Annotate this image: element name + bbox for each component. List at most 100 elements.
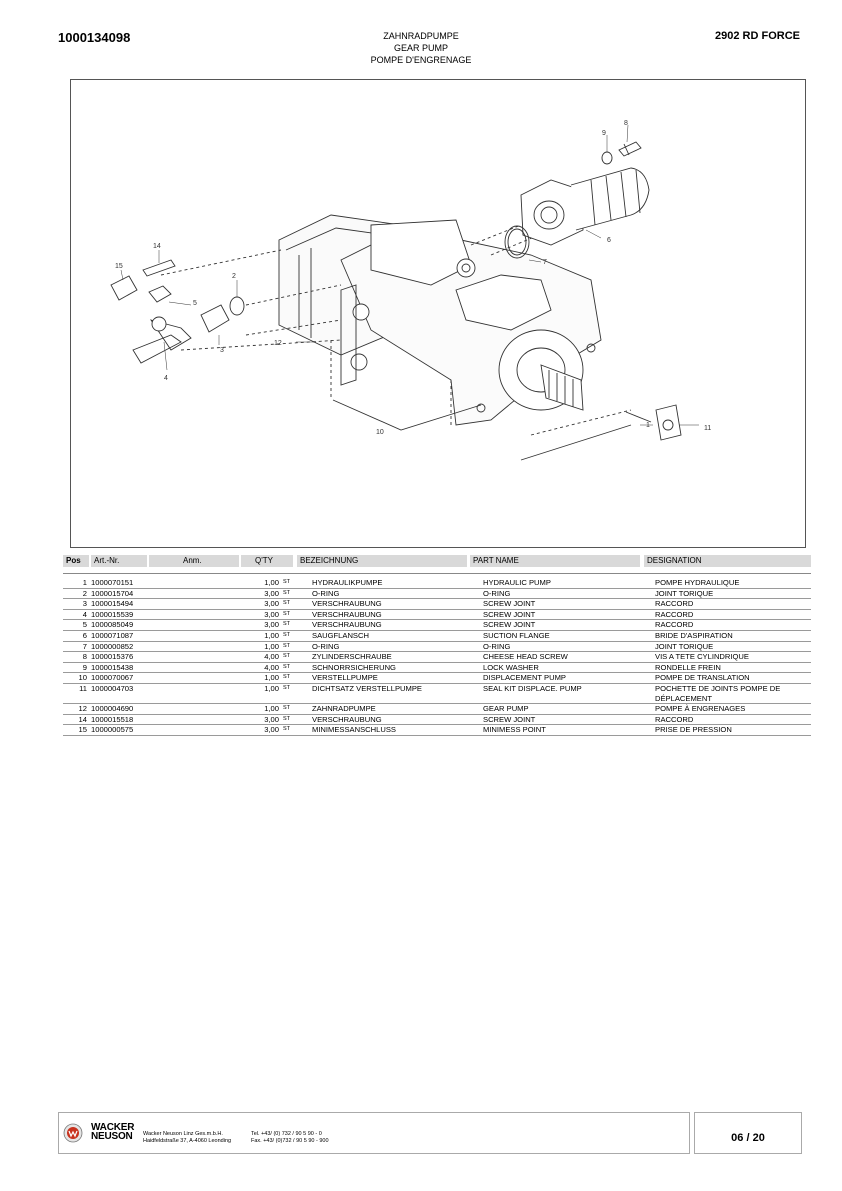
document-title: ZAHNRADPUMPE GEAR PUMP POMPE D'ENGRENAGE [290, 30, 552, 66]
part-unit: ST [281, 598, 310, 610]
callout-9: 9 [602, 130, 606, 137]
part-designation: JOINT TORIQUE [653, 588, 811, 600]
part-quantity: 3,00 [255, 609, 281, 621]
part-unit: ST [281, 662, 310, 674]
part-bezeichnung: O-RING [310, 588, 481, 600]
street-address: Haidfeldstraße 37, A-4060 Leonding [143, 1138, 232, 1144]
part-quantity: 3,00 [255, 588, 281, 600]
part-quantity: 3,00 [255, 598, 281, 610]
part-bezeichnung: VERSCHRAUBUNG [310, 619, 481, 631]
header-art-nr: Art.-Nr. [91, 555, 147, 567]
part-quantity: 1,00 [255, 703, 281, 715]
part-designation: POMPE HYDRAULIQUE [653, 578, 811, 589]
header-designation: DESIGNATION [644, 555, 811, 567]
part-quantity: 1,00 [255, 672, 281, 684]
header-qty: Q'TY [241, 555, 293, 567]
part-remark [155, 578, 255, 589]
callout-15: 15 [115, 263, 123, 270]
part-bezeichnung: HYDRAULIKPUMPE [310, 578, 481, 589]
part-unit: ST [281, 609, 310, 621]
part-pos: 6 [63, 630, 89, 642]
part-remark [155, 598, 255, 610]
part-quantity: 3,00 [255, 619, 281, 631]
callout-3: 3 [220, 347, 224, 354]
part-unit: ST [281, 630, 310, 642]
part-pos: 8 [63, 651, 89, 663]
part-pos: 3 [63, 598, 89, 610]
suction-hose-fitting [570, 167, 650, 231]
part-name: GEAR PUMP [481, 703, 653, 715]
part-remark [155, 703, 255, 715]
part-article-number: 1000015518 [89, 714, 155, 726]
part-pos: 10 [63, 672, 89, 684]
part-name: SUCTION FLANGE [481, 630, 653, 642]
title-english: GEAR PUMP [393, 43, 448, 53]
title-french: POMPE D'ENGRENAGE [370, 55, 472, 65]
callout-11: 11 [704, 425, 711, 432]
minimess-point [110, 275, 138, 301]
seal-kit-bag [655, 404, 682, 441]
part-pos: 7 [63, 641, 89, 653]
callout-7: 7 [543, 259, 547, 266]
part-quantity: 3,00 [255, 724, 281, 736]
part-quantity: 1,00 [255, 683, 281, 705]
callout-1: 1 [646, 422, 650, 429]
part-quantity: 4,00 [255, 651, 281, 663]
contact-numbers: Tel. +43/ (0) 732 / 90 5 90 - 0 Fax. +43… [251, 1131, 329, 1145]
part-remark [155, 651, 255, 663]
part-remark [155, 588, 255, 600]
screw-joint-3 [200, 304, 230, 333]
part-designation: RONDELLE FREIN [653, 662, 811, 674]
part-pos: 4 [63, 609, 89, 621]
part-bezeichnung: SCHNORRSICHERUNG [310, 662, 481, 674]
callout-6: 6 [607, 237, 611, 244]
lock-washer [601, 151, 613, 165]
callout-5: 5 [193, 300, 197, 307]
callout-10: 10 [376, 429, 384, 436]
part-bezeichnung: VERSCHRAUBUNG [310, 609, 481, 621]
drive-shaft [540, 364, 584, 411]
part-designation: RACCORD [653, 714, 811, 726]
part-name: CHEESE HEAD SCREW [481, 651, 653, 663]
part-name: HYDRAULIC PUMP [481, 578, 653, 589]
title-german: ZAHNRADPUMPE [383, 31, 459, 41]
header-anm: Anm. [149, 555, 239, 567]
part-name: SCREW JOINT [481, 598, 653, 610]
callout-14: 14 [153, 243, 161, 250]
part-unit: ST [281, 672, 310, 684]
part-quantity: 1,00 [255, 630, 281, 642]
part-designation: RACCORD [653, 598, 811, 610]
callout-2: 2 [232, 273, 236, 280]
part-article-number: 1000015376 [89, 651, 155, 663]
part-pos: 14 [63, 714, 89, 726]
part-bezeichnung: ZYLINDERSCHRAUBE [310, 651, 481, 663]
part-designation: RACCORD [653, 609, 811, 621]
part-remark [155, 672, 255, 684]
header-part-name: PART NAME [470, 555, 640, 567]
part-article-number: 1000015438 [89, 662, 155, 674]
part-quantity: 3,00 [255, 714, 281, 726]
footer: WACKER NEUSON Wacker Neuson Linz Ges.m.b… [58, 1112, 690, 1154]
part-unit: ST [281, 703, 310, 715]
part-designation: POCHETTE DE JOINTS POMPE DE DÉPLACEMENT [653, 683, 811, 705]
wacker-neuson-logo-icon [63, 1123, 83, 1143]
part-name: SCREW JOINT [481, 714, 653, 726]
part-bezeichnung: O-RING [310, 641, 481, 653]
company-address: Wacker Neuson Linz Ges.m.b.H. Haidfeldst… [143, 1131, 231, 1145]
part-name: SEAL KIT DISPLACE. PUMP [481, 683, 653, 705]
part-bezeichnung: MINIMESSANSCHLUSS [310, 724, 481, 736]
callout-4: 4 [164, 375, 168, 382]
part-unit: ST [281, 578, 310, 589]
header-bezeichnung: BEZEICHNUNG [297, 555, 467, 567]
header-pos: Pos [63, 555, 89, 567]
part-article-number: 1000000852 [89, 641, 155, 653]
